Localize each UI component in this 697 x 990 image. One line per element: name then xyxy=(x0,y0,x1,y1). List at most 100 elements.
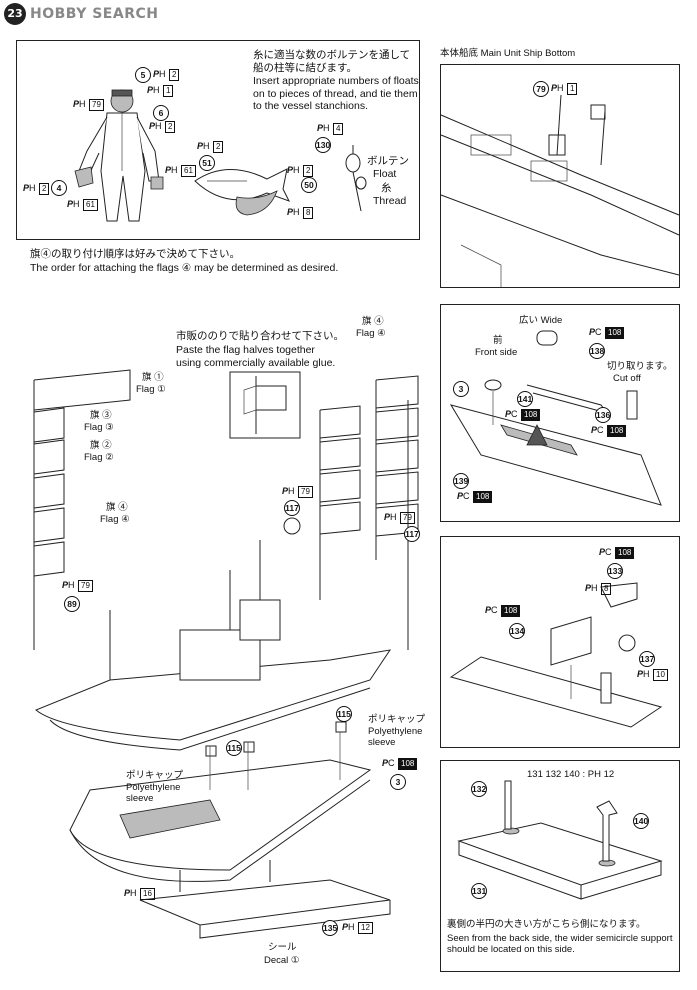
part-number: 141 xyxy=(517,391,533,407)
part-ref: PH 12 xyxy=(342,922,373,934)
part-ref: PH 2 xyxy=(287,165,314,177)
part-number: 6 xyxy=(153,105,169,121)
watermark-text: HOBBY SEARCH xyxy=(30,6,159,22)
part-number: 131 xyxy=(471,883,487,899)
float-note-en: Insert appropriate numbers of floats on … xyxy=(253,75,419,112)
ship-bottom-title-en: Main Unit Ship Bottom xyxy=(480,48,576,59)
ship-bottom-title: 本体船底 Main Unit Ship Bottom xyxy=(440,48,575,59)
part-ref: PH 2 xyxy=(153,69,180,81)
float-label-en: Float xyxy=(373,168,397,180)
part-number: 139 xyxy=(453,473,469,489)
flag-order-note-en: The order for attaching the flags ④ may … xyxy=(30,262,339,274)
float-note-ja: 糸に適当な数のボルテンを通して船の柱等に結びます。 xyxy=(253,49,411,74)
part-ref: PH 79 xyxy=(73,99,104,111)
polycap-b-en: Polyethylene sleeve xyxy=(126,782,181,804)
part-number: 3 xyxy=(453,381,469,397)
flag1-ja: 旗 ① xyxy=(142,372,164,383)
polycap-a-en: Polyethylene sleeve xyxy=(368,726,423,748)
part-ref: PH 1 xyxy=(147,85,174,97)
part-ref: PC 108 xyxy=(505,409,541,421)
part-ref: PH 61 xyxy=(165,165,196,177)
flag3-en: Flag ③ xyxy=(84,422,114,433)
thread-label-en: Thread xyxy=(373,195,407,207)
thread-label-ja: 糸 xyxy=(381,182,392,194)
flag3-ja: 旗 ③ xyxy=(90,410,112,421)
part-ref: PH 1 xyxy=(551,83,578,95)
part-number: 50 xyxy=(301,177,317,193)
front-label-ja: 前 xyxy=(493,335,503,346)
flag4a-ja: 旗 ④ xyxy=(106,502,128,513)
part-number: 132 xyxy=(471,781,487,797)
glue-note-en: Paste the flag halves together using com… xyxy=(176,344,336,369)
part-ref: PC 108 xyxy=(457,491,493,503)
part-number: 4 xyxy=(51,180,67,196)
part-ref: PH 61 xyxy=(67,199,98,211)
part-ref: PH 79 xyxy=(282,486,313,498)
stand-header: 131 132 140 : PH 12 xyxy=(527,769,615,780)
part-number: 136 xyxy=(595,407,611,423)
wide-label-ja: 広い xyxy=(519,315,539,326)
cutoff-ja: 切り取ります。 xyxy=(607,361,673,372)
part-number: 3 xyxy=(390,774,406,790)
part-number: 130 xyxy=(315,137,331,153)
flag1-en: Flag ① xyxy=(136,384,166,395)
part-ref: PH 16 xyxy=(124,888,155,900)
display-stand-panel: 131 132 140 : PH 12 132 140 131 裏側の半円の大き… xyxy=(440,760,680,972)
fish-float-illustration xyxy=(194,168,291,216)
part-ref: PC 108 xyxy=(591,425,627,437)
flag-glue-detail-box xyxy=(229,371,301,439)
part-number: 138 xyxy=(589,343,605,359)
flag2-en: Flag ② xyxy=(84,452,114,463)
rudder-detail-illustration xyxy=(449,582,663,728)
glue-note-ja: 市販ののりで貼り合わせて下さい。 xyxy=(176,330,344,342)
cutoff-en: Cut off xyxy=(613,373,641,384)
rudder-detail-panel: PC 108 133 PH 8 PC 108 134 137 PH 10 xyxy=(440,536,680,748)
part-number: 89 xyxy=(64,596,80,612)
part-number: 117 xyxy=(284,500,300,516)
part-number: 115 xyxy=(226,740,242,756)
decal-ja: シール xyxy=(268,942,297,953)
part-ref: PC 108 xyxy=(485,605,521,617)
part-number: 5 xyxy=(135,67,151,83)
part-ref: PH 2 xyxy=(197,141,224,153)
part-ref: PC 108 xyxy=(589,327,625,339)
part-ref: PC 108 xyxy=(599,547,635,559)
stand-detail-illustration xyxy=(449,330,662,506)
part-ref: PH 2 xyxy=(23,183,50,195)
part-number: 137 xyxy=(639,651,655,667)
float-thread-illustration xyxy=(345,145,367,212)
part-number: 51 xyxy=(199,155,215,171)
stand-detail-panel: 広い Wide 前 Front side PC 108 138 切り取ります。 … xyxy=(440,304,680,522)
polycap-b-ja: ポリキャップ xyxy=(126,770,184,781)
figure-panel: 糸に適当な数のボルテンを通して船の柱等に結びます。 Insert appropr… xyxy=(16,40,420,240)
part-ref: PH 79 xyxy=(62,580,93,592)
flag4b-en: Flag ④ xyxy=(356,328,386,339)
flag2-ja: 旗 ② xyxy=(90,440,112,451)
part-ref: PH 79 xyxy=(384,512,415,524)
ship-bottom-illustration xyxy=(440,94,680,287)
stand-note-ja: 裏側の半円の大きい方がこちら側になります。 xyxy=(447,919,646,930)
flag-order-note-ja: 旗④の取り付け順序は好みで決めて下さい。 xyxy=(30,248,240,260)
page-number-badge: 23 xyxy=(4,3,26,25)
flag4b-ja: 旗 ④ xyxy=(362,316,384,327)
front-label-en: Front side xyxy=(475,347,518,358)
stand-note-en: Seen from the back side, the wider semic… xyxy=(447,933,673,955)
wide-label: 広い Wide xyxy=(519,315,562,326)
display-stand-illustration xyxy=(457,780,663,900)
flag4a-en: Flag ④ xyxy=(100,514,130,525)
ship-bottom-title-ja: 本体船底 xyxy=(440,48,479,59)
ship-hull-illustration xyxy=(35,517,392,939)
part-ref: PH 8 xyxy=(287,207,314,219)
polycap-a-ja: ポリキャップ xyxy=(368,714,426,725)
part-number: 133 xyxy=(607,563,623,579)
sailor-figure-illustration xyxy=(74,89,164,222)
part-ref: PH 8 xyxy=(585,583,612,595)
part-number: 117 xyxy=(404,526,420,542)
part-ref: PH 10 xyxy=(637,669,668,681)
part-ref: PH 2 xyxy=(149,121,176,133)
part-number: 79 xyxy=(533,81,549,97)
main-assembly: 市販ののりで貼り合わせて下さい。 Paste the flag halves t… xyxy=(0,280,430,990)
part-number: 134 xyxy=(509,623,525,639)
part-ref: PH 4 xyxy=(317,123,344,135)
wide-label-en: Wide xyxy=(540,315,563,326)
